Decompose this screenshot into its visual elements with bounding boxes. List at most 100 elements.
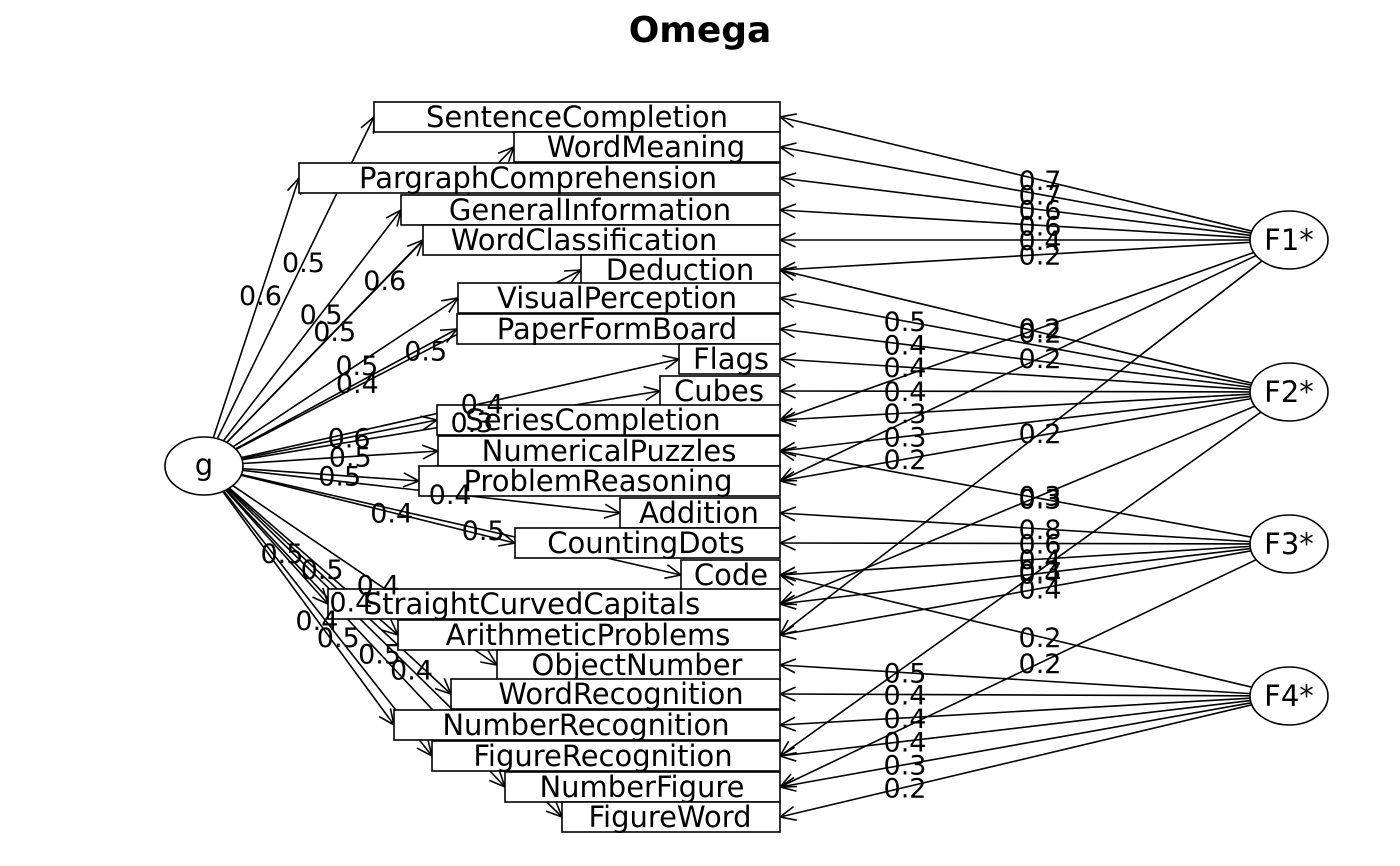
variable-layer: SentenceCompletionWordMeaningPargraphCom… [298, 100, 781, 834]
g-loading-label: 0.5 [358, 639, 401, 670]
g-loading-label: 0.4 [370, 498, 413, 529]
factor-ellipse [1249, 666, 1329, 726]
variable-label: WordMeaning [547, 130, 745, 164]
factor-loading-label: 0.4 [1019, 226, 1062, 257]
variable-label: Addition [639, 496, 759, 530]
variable-label: SeriesCompletion [465, 403, 720, 437]
f2-star-path-straight-curved-capitals [779, 405, 1256, 605]
f3-star-path-addition [779, 512, 1251, 543]
f1-star-path-deduction [779, 241, 1251, 271]
variable-box [580, 254, 781, 286]
factor-loading-label: 0.4 [884, 727, 927, 758]
factor-loading-label: 0.2 [1019, 318, 1062, 349]
factor-loading-label: 0.4 [884, 704, 927, 735]
factor-f3-star: F3* [1249, 514, 1329, 574]
factor-loading-label: 0.2 [1019, 314, 1062, 345]
f2-star-path-problem-reasoning [779, 397, 1252, 482]
factor-f2-star: F2* [1249, 362, 1329, 422]
diagram-title: Omega [629, 10, 772, 51]
f4-star-path-word-recognition [779, 693, 1251, 697]
variable-paper-form-board: PaperFormBoard [456, 312, 781, 346]
factor-ellipse [164, 436, 244, 496]
g-loading-label: 0.4 [336, 369, 379, 400]
g-path-series-completion [241, 419, 438, 460]
factor-loading-label: 0.4 [884, 680, 927, 711]
factor-loading-label: 0.4 [884, 377, 927, 408]
g-loading-label: 0.6 [239, 281, 282, 312]
factor-loading-label: 0.2 [884, 773, 927, 804]
variable-number-recognition: NumberRecognition [393, 708, 781, 742]
variable-box [327, 588, 781, 620]
factor-ellipse [1249, 210, 1329, 270]
variable-word-meaning: WordMeaning [513, 130, 781, 164]
factor-ellipse [1249, 514, 1329, 574]
g-path-visual-perception [232, 297, 459, 448]
f2-star-path-flags [779, 358, 1251, 391]
variable-label: FigureRecognition [473, 739, 732, 773]
factor-label: F2* [1264, 375, 1314, 409]
variable-straight-curved-capitals: StraightCurvedCapitals [327, 587, 781, 621]
variable-label: Cubes [674, 374, 764, 408]
g-loading-label: 0.4 [429, 480, 472, 511]
factor-loading-label: 0.7 [1019, 166, 1062, 197]
f1-star-path-problem-reasoning [779, 254, 1257, 482]
f1-star-path-general-information [779, 209, 1251, 239]
variable-series-completion: SeriesCompletion [436, 403, 781, 437]
factor-f4-star: F4* [1249, 666, 1329, 726]
factor-label: F1* [1264, 223, 1314, 257]
f4-star-path-number-figure [779, 701, 1252, 788]
g-path-pargraph-comprehension [212, 177, 300, 439]
factor-loading-label: 0.4 [1019, 575, 1062, 606]
loading-label-layer: 0.50.60.60.50.50.50.50.40.40.30.60.50.50… [239, 166, 1062, 804]
factor-f1-star: F1* [1249, 210, 1329, 270]
factor-loading-label: 0.3 [884, 751, 927, 782]
variable-label: PargraphComprehension [359, 161, 717, 195]
variable-label: GeneralInformation [449, 193, 731, 227]
variable-addition: Addition [619, 496, 781, 530]
g-loading-label: 0.5 [300, 300, 343, 331]
f2-star-path-visual-perception [779, 297, 1252, 386]
variable-label: NumericalPuzzles [482, 434, 737, 468]
factor-loading-label: 0.4 [884, 353, 927, 384]
variable-label: ObjectNumber [532, 648, 743, 682]
f4-star-path-object-number [779, 664, 1251, 695]
g-loading-label: 0.5 [462, 516, 505, 547]
variable-label: SentenceCompletion [426, 100, 728, 134]
variable-box [514, 527, 781, 559]
factor-loading-label: 0.3 [1019, 556, 1062, 587]
variable-box [418, 465, 781, 497]
f1-star-path-word-meaning [779, 146, 1252, 234]
variable-box [678, 343, 781, 375]
factor-loading-label: 0.4 [1019, 559, 1062, 590]
factor-loading-label: 0.5 [884, 659, 927, 690]
variable-problem-reasoning: ProblemReasoning [418, 464, 781, 498]
g-loading-label: 0.5 [318, 461, 361, 492]
g-loading-label: 0.6 [328, 423, 371, 454]
variable-label: WordRecognition [498, 677, 743, 711]
variable-deduction: Deduction [580, 253, 781, 287]
variable-box [422, 224, 781, 256]
factor-loading-label: 0.2 [1019, 649, 1062, 680]
f2-star-path-figure-recognition [779, 411, 1262, 757]
g-loading-label: 0.5 [260, 539, 303, 570]
f1-star-path-arithmetic-problems [779, 260, 1263, 636]
g-loading-label: 0.5 [282, 248, 325, 279]
factor-loading-label: 0.7 [1019, 181, 1062, 212]
factor-loading-label: 0.3 [884, 399, 927, 430]
variable-box [400, 194, 781, 226]
g-loading-label: 0.6 [363, 266, 406, 297]
variable-counting-dots: CountingDots [514, 526, 781, 560]
factor-loading-label: 0.5 [884, 307, 927, 338]
g-path-paper-form-board [235, 328, 458, 450]
g-loading-label: 0.5 [329, 443, 372, 474]
f3-star-path-numerical-puzzles [779, 450, 1252, 538]
variable-numerical-puzzles: NumericalPuzzles [437, 434, 781, 468]
f4-star-path-code [779, 574, 1253, 688]
factor-loading-label: 0.2 [1019, 623, 1062, 654]
variable-box [504, 771, 781, 803]
variable-word-recognition: WordRecognition [450, 677, 781, 711]
factor-label: F3* [1264, 527, 1314, 561]
variable-figure-recognition: FigureRecognition [431, 739, 781, 773]
f3-star-path-straight-curved-capitals [779, 547, 1251, 605]
variable-label: Deduction [606, 253, 754, 287]
